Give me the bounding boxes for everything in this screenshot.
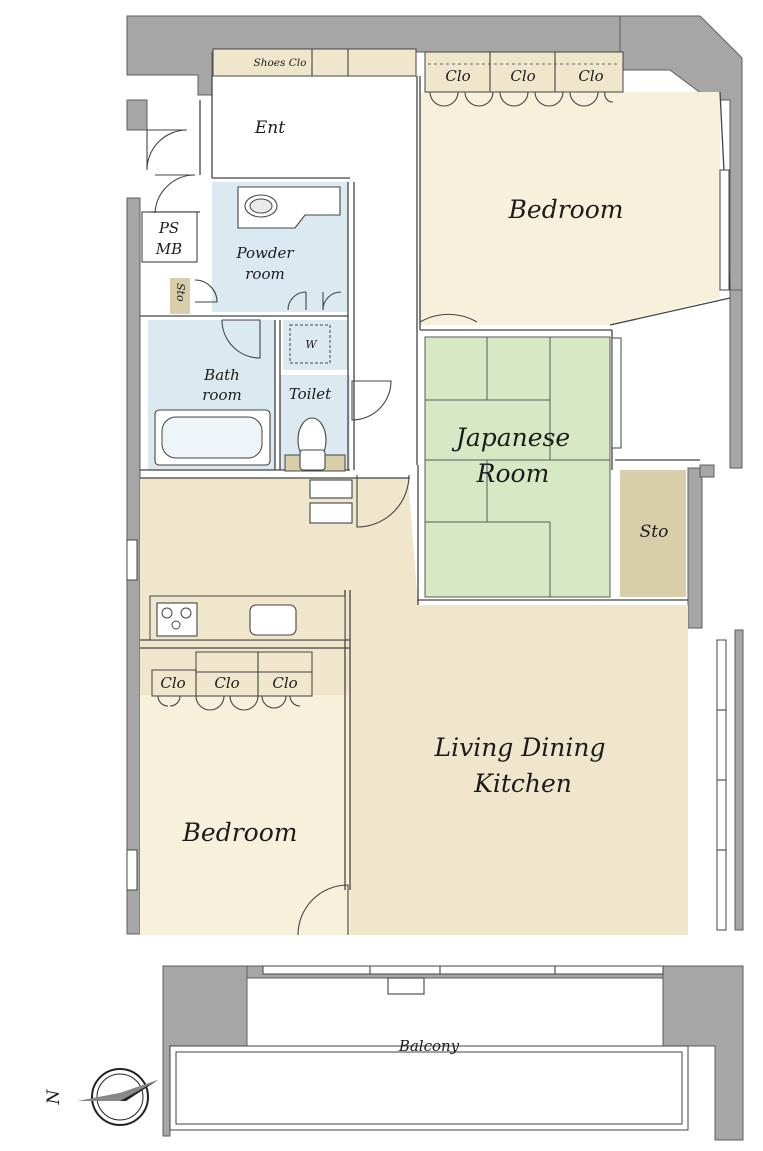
label-mb: MB: [155, 240, 182, 258]
label-japanese-room-1: Japanese: [451, 423, 570, 452]
outer-walls: [126, 15, 744, 1141]
label-powder-room-2: room: [245, 265, 284, 283]
label-ldk-1: Living Dining: [433, 733, 605, 762]
floor-areas: [140, 48, 720, 935]
storage-large-floor: [620, 470, 686, 597]
label-ps: PS: [158, 219, 179, 237]
closet-labels: Clo Clo Clo Clo Clo Clo: [160, 67, 603, 692]
label-entrance: Ent: [254, 118, 285, 138]
bedroom-south-floor: [140, 695, 350, 935]
label-toilet: Toilet: [289, 385, 332, 403]
label-closet-north-1: Clo: [445, 67, 470, 85]
ldk-floor: [140, 478, 688, 935]
label-storage-small: Sto: [174, 283, 187, 302]
label-bath-room-1: Bath: [203, 366, 240, 384]
shoes-closet-floor: [212, 48, 417, 77]
room-labels: Shoes Clo Ent PS MB Powder room Sto W Ba…: [155, 57, 669, 1055]
label-balcony: Balcony: [398, 1037, 460, 1055]
label-closet-north-2: Clo: [510, 67, 535, 85]
label-bedroom-north: Bedroom: [508, 195, 624, 224]
windows: [126, 169, 730, 975]
label-ldk-2: Kitchen: [473, 769, 572, 798]
label-storage-large: Sto: [640, 522, 669, 542]
tatami-mats: [424, 336, 611, 598]
label-bedroom-south: Bedroom: [182, 818, 298, 847]
label-closet-south-3: Clo: [272, 674, 297, 692]
storage-small-floor: [170, 278, 190, 314]
label-closet-south-1: Clo: [160, 674, 185, 692]
doors: [146, 91, 614, 936]
label-japanese-room-2: Room: [476, 459, 550, 488]
bedroom-north-floor: [420, 92, 720, 325]
japanese-room-floor: [425, 337, 610, 597]
label-bath-room-2: room: [202, 386, 241, 404]
compass: N: [44, 1068, 158, 1126]
interior-walls: [140, 76, 731, 890]
label-washer: W: [305, 338, 318, 351]
compass-north-label: N: [44, 1088, 64, 1105]
label-closet-south-2: Clo: [214, 674, 239, 692]
fixtures: [141, 186, 425, 995]
label-shoes-closet: Shoes Clo: [254, 57, 307, 69]
label-powder-room-1: Powder: [235, 244, 294, 262]
label-closet-north-3: Clo: [578, 67, 603, 85]
